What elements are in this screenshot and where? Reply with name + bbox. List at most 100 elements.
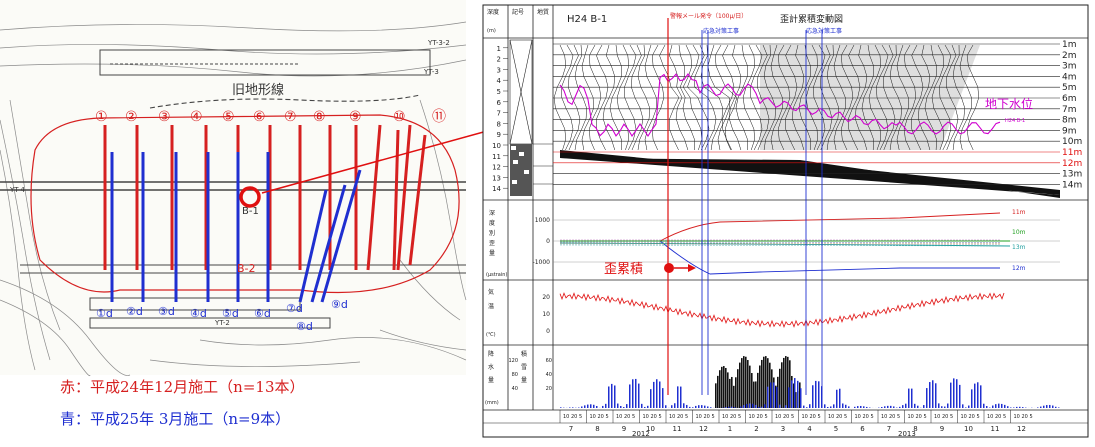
depth-scale-14: 14 (492, 185, 501, 193)
day-tick: 5 (897, 414, 900, 420)
depth-label-3m: 3m (1062, 62, 1077, 72)
month-label: 11 (991, 425, 1000, 433)
rain-bar (860, 405, 862, 408)
svg-text:量: 量 (488, 377, 494, 384)
blue-anchor-9 (320, 169, 362, 303)
snow-bar (727, 372, 729, 408)
snow-tick-40: 40 (546, 372, 552, 378)
depth-scale-13: 13 (492, 174, 501, 182)
strain-curve (589, 44, 602, 151)
strain-curve (883, 44, 896, 151)
temp-label-1: 気 (488, 288, 494, 296)
rain-bar (590, 404, 592, 408)
blue-label-4: ④d (190, 307, 207, 320)
strain-curve (946, 44, 959, 151)
month-label: 8 (913, 425, 917, 433)
rain-bar (707, 406, 709, 408)
month-label: 7 (887, 425, 891, 433)
strain-curve (728, 44, 742, 151)
rain-bar (767, 386, 769, 408)
anchor-number-6: ⑥ (253, 109, 266, 125)
depth-scale-6: 6 (497, 99, 502, 107)
rain-bar (785, 405, 787, 408)
month-label: 3 (781, 425, 785, 433)
annotation-repair-2: 応急対策工事 (806, 27, 842, 35)
snow-bar (757, 372, 759, 408)
rain-bar (995, 404, 997, 408)
strain-curve (735, 44, 748, 151)
strain-tick-0: 0 (546, 238, 550, 245)
snow-bar (787, 356, 789, 408)
anchor-number-2: ② (125, 109, 138, 125)
rain-bar (974, 383, 976, 408)
anchor-number-3: ③ (158, 109, 171, 125)
rain-bar (1007, 406, 1009, 408)
day-tick: 5 (765, 414, 768, 420)
depth-scale-4: 4 (497, 77, 502, 85)
strain-curve (581, 44, 594, 151)
snow-bar (735, 377, 737, 408)
rain-bar (1016, 406, 1018, 408)
rain-tick-80: 80 (512, 372, 518, 378)
strain-series-label-11m: 11m (1012, 209, 1026, 216)
strain-curve (813, 44, 826, 151)
rain-bar (584, 405, 586, 408)
rain-bar (665, 405, 667, 408)
rain-bar (794, 378, 796, 408)
blue-anchor-8 (310, 184, 347, 303)
month-label: 9 (622, 425, 626, 433)
snow-bar (771, 369, 773, 408)
yt-label-4: YT-2 (214, 319, 230, 327)
day-tick: 10 (749, 414, 755, 420)
rain-bar (1058, 407, 1060, 408)
rain-bar (1040, 406, 1042, 408)
day-tick: 10 (722, 414, 728, 420)
red-anchor-13 (408, 134, 427, 266)
snow-bar (795, 392, 797, 408)
rain-bar (887, 405, 889, 408)
month-label: 12 (699, 425, 708, 433)
snow-bar (775, 385, 777, 408)
rain-bar (749, 403, 751, 408)
rain-bar (845, 404, 847, 408)
groundwater-series: H24 B-1 (1005, 118, 1025, 124)
day-tick: 20 (757, 414, 763, 420)
strain-curve (707, 44, 730, 151)
snow-bar (781, 362, 783, 408)
snow-bar (767, 358, 769, 408)
strain-curve (833, 44, 846, 151)
strain-aux-line (559, 242, 1001, 244)
strain-curve (574, 44, 587, 151)
depth-scale-7: 7 (497, 110, 501, 118)
rain-bar (1004, 404, 1006, 408)
svg-text:深: 深 (489, 209, 495, 217)
snow-bar (753, 381, 755, 408)
svg-text:別: 別 (489, 229, 495, 237)
rain-bar (611, 383, 613, 408)
day-tick: 5 (1030, 414, 1033, 420)
borehole-b1-label: B-1 (242, 206, 259, 217)
temp-label-2: 温 (488, 302, 494, 310)
strain-curve (644, 44, 657, 151)
rain-bar (689, 406, 691, 408)
day-tick: 5 (685, 414, 688, 420)
rain-bar (656, 379, 658, 408)
snow-bar (731, 376, 733, 408)
rain-bar (758, 406, 760, 408)
depth-scale-5: 5 (497, 88, 501, 96)
symbol-header: 記号 (512, 8, 524, 16)
borehole-title: H24 B-1 (567, 14, 607, 25)
svg-text:量: 量 (521, 377, 527, 384)
strain-accumulation-dot (664, 263, 674, 273)
rain-bar (992, 405, 994, 408)
day-tick: 20 (624, 414, 630, 420)
strain-series-label-10m: 10m (1012, 229, 1026, 236)
old-landform-label: 旧地形線 (232, 82, 284, 98)
rain-bar (824, 404, 826, 408)
month-label: 1 (728, 425, 732, 433)
strain-curve (616, 44, 630, 151)
